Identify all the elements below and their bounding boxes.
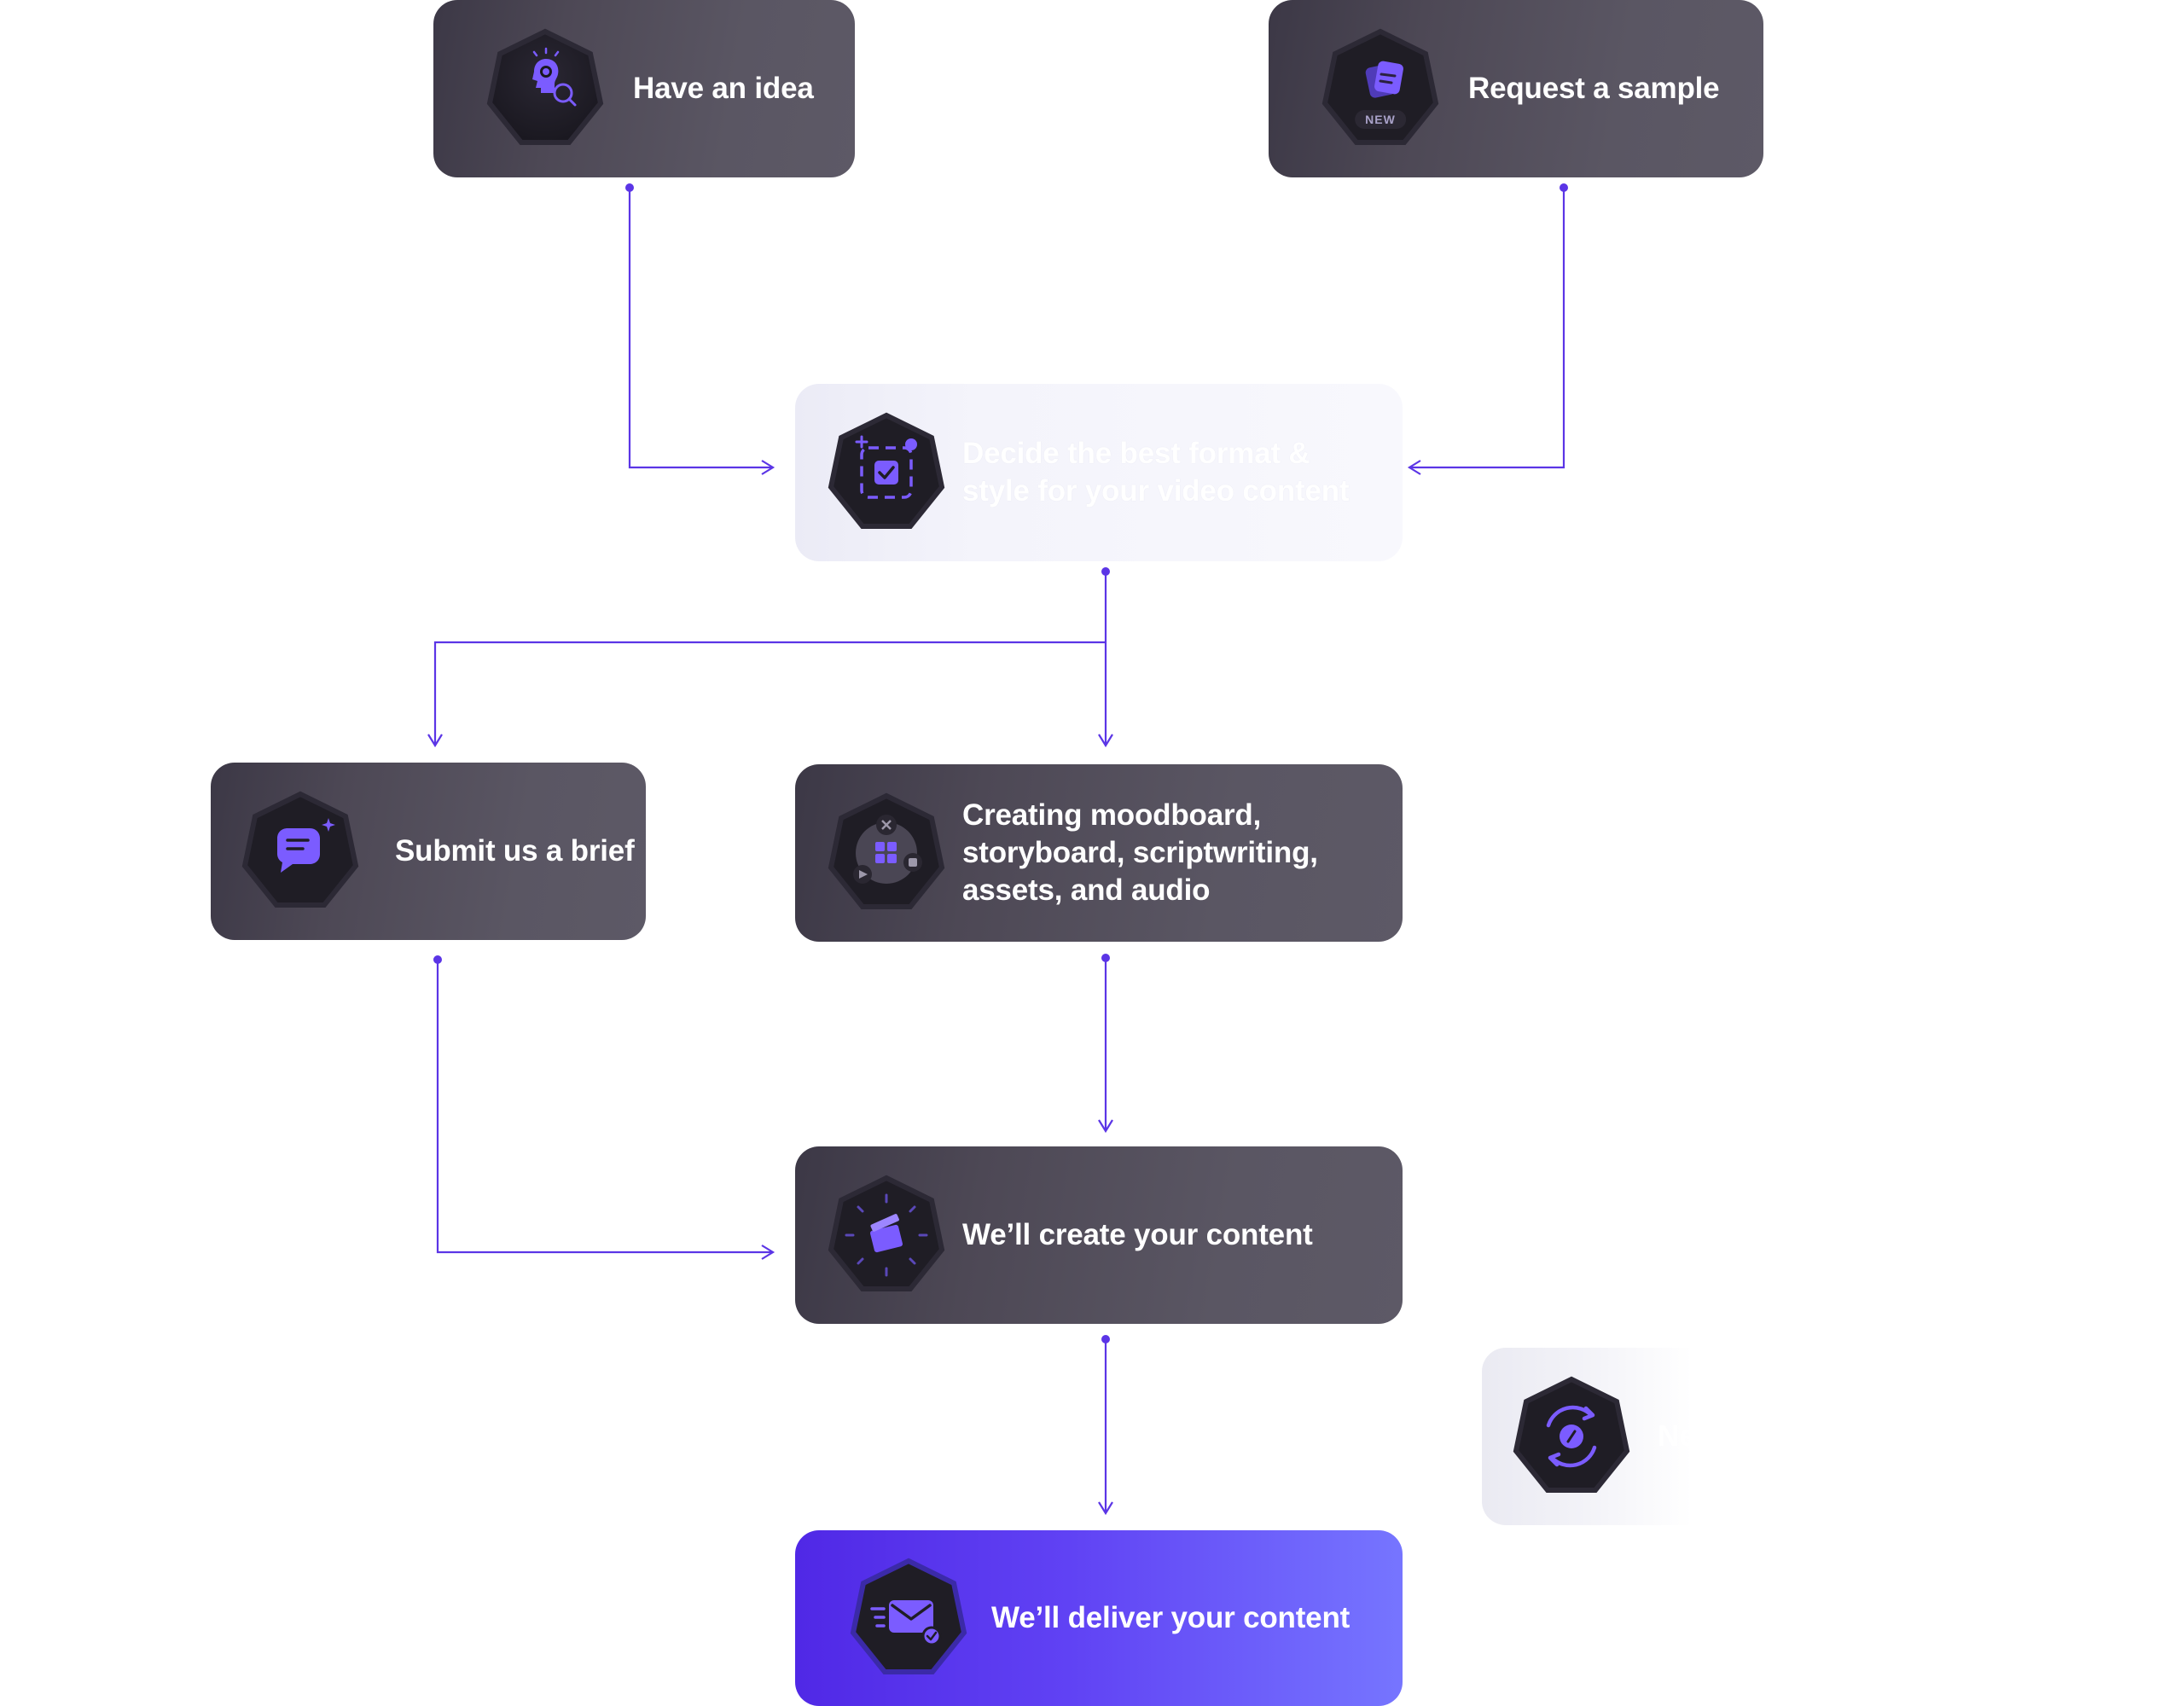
step-label: Have an idea <box>633 72 814 105</box>
arrowhead <box>1098 1119 1113 1134</box>
connector-dot <box>1101 1335 1110 1343</box>
arrowhead <box>761 460 775 475</box>
connector-dot <box>1101 567 1110 576</box>
connector-decide-to-brief <box>433 641 1106 745</box>
format-select-icon <box>822 409 950 537</box>
step-have-an-idea: Have an idea <box>433 0 855 177</box>
delivery-envelope-icon <box>845 1554 973 1682</box>
brief-chat-icon <box>236 787 364 915</box>
connector-idea-to-decide <box>628 188 772 469</box>
step-label: Creating moodboard, storyboard, scriptwr… <box>962 798 1318 907</box>
step-request-a-sample: NEW Request a sample <box>1269 0 1763 177</box>
connector-sample-to-decide <box>1410 188 1565 469</box>
fade-overlay <box>1706 1348 2184 1525</box>
step-need-revisions: Ne <box>1482 1348 2184 1525</box>
connector-dot <box>1560 183 1568 192</box>
connector-dot <box>433 955 442 964</box>
arrowhead <box>1098 734 1113 748</box>
step-label: Decide the best format & style for your … <box>962 437 1350 508</box>
arrowhead <box>1098 1501 1113 1516</box>
connector-dot <box>625 183 634 192</box>
step-creating-moodboard: Creating moodboard, storyboard, scriptwr… <box>795 764 1403 942</box>
step-label: We’ll deliver your content <box>991 1601 1350 1634</box>
new-badge: NEW <box>1355 110 1406 129</box>
clapperboard-icon <box>822 1171 950 1299</box>
step-deliver-content: We’ll deliver your content <box>795 1530 1403 1706</box>
connector-brief-to-create <box>436 960 772 1254</box>
connector-dot <box>1101 954 1110 962</box>
step-label: Ne <box>1658 1419 1696 1453</box>
step-label: Submit us a brief <box>395 834 635 868</box>
lightbulb-search-icon <box>481 25 609 153</box>
step-decide-format: Decide the best format & style for your … <box>795 384 1403 561</box>
moodboard-icon <box>822 789 950 917</box>
arrowhead <box>427 734 443 748</box>
step-submit-brief: Submit us a brief <box>211 763 646 940</box>
step-create-content: We’ll create your content <box>795 1146 1403 1324</box>
arrowhead <box>1407 460 1421 475</box>
new-sample-icon: NEW <box>1316 25 1444 153</box>
revision-cycle-icon <box>1507 1372 1635 1500</box>
step-label: Request a sample <box>1468 72 1720 105</box>
arrowhead <box>761 1245 775 1260</box>
step-label: We’ll create your content <box>962 1218 1313 1251</box>
